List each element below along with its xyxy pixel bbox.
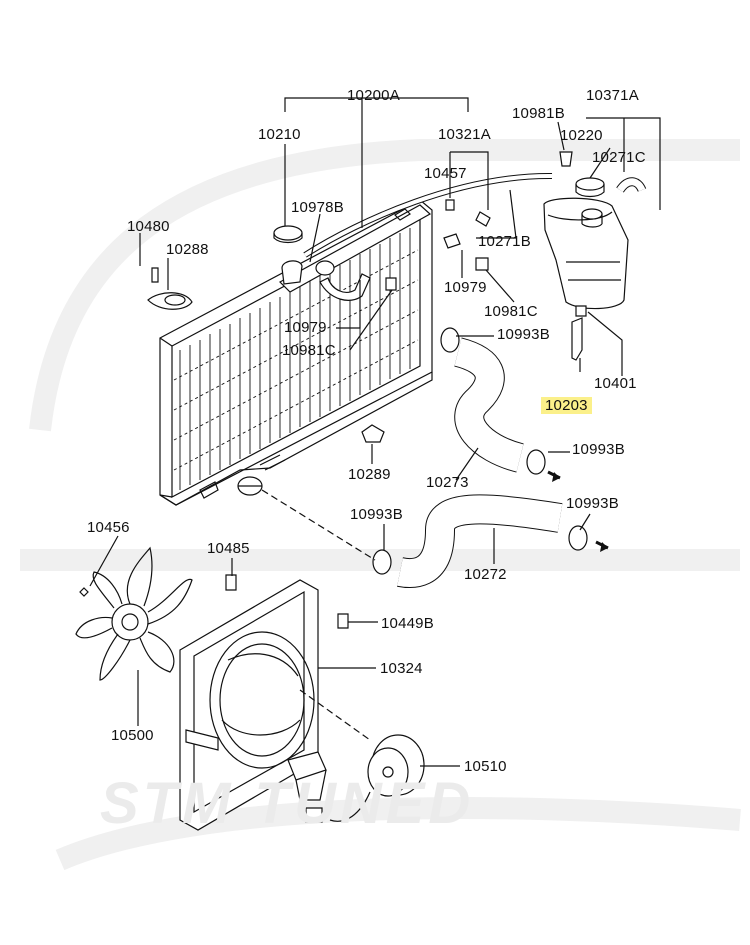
fan-motor [329, 734, 425, 822]
part-label-10993b-lower-right: 10993B [566, 495, 619, 512]
part-label-10981c-left: 10981C [282, 342, 336, 359]
part-label-10371a: 10371A [586, 87, 639, 104]
part-label-10485: 10485 [207, 540, 250, 557]
fan-shroud [179, 579, 319, 831]
part-label-10321a: 10321A [438, 126, 491, 143]
cooling-fan [75, 546, 193, 681]
part-label-10993b-hose-end: 10993B [572, 441, 625, 458]
part-label-10993b-lower-left: 10993B [350, 506, 403, 523]
part-label-10981b: 10981B [512, 105, 565, 122]
part-label-10203-highlighted: 10203 [541, 397, 592, 414]
reservoir-tank [543, 197, 629, 310]
part-label-10480: 10480 [127, 218, 170, 235]
part-label-10979-left: 10979 [284, 319, 327, 336]
part-label-10272: 10272 [464, 566, 507, 583]
part-label-10288: 10288 [166, 241, 209, 258]
brand-watermark: STM TUNED [100, 771, 475, 836]
part-label-10500: 10500 [111, 727, 154, 744]
part-label-10273: 10273 [426, 474, 469, 491]
part-label-10449b: 10449B [381, 615, 434, 632]
part-label-10324: 10324 [380, 660, 423, 677]
part-label-10401: 10401 [594, 375, 637, 392]
part-label-10979-right: 10979 [444, 279, 487, 296]
part-label-10510: 10510 [464, 758, 507, 775]
part-label-10210: 10210 [258, 126, 301, 143]
part-label-10271b: 10271B [478, 233, 531, 250]
part-label-10993b-upper: 10993B [497, 326, 550, 343]
part-label-10981c-right: 10981C [484, 303, 538, 320]
part-label-10456: 10456 [87, 519, 130, 536]
part-label-10978b: 10978B [291, 199, 344, 216]
part-label-10271c: 10271C [592, 149, 646, 166]
part-label-10289: 10289 [348, 466, 391, 483]
part-label-10457: 10457 [424, 165, 467, 182]
part-label-10200a: 10200A [347, 87, 400, 104]
part-label-10220: 10220 [560, 127, 603, 144]
